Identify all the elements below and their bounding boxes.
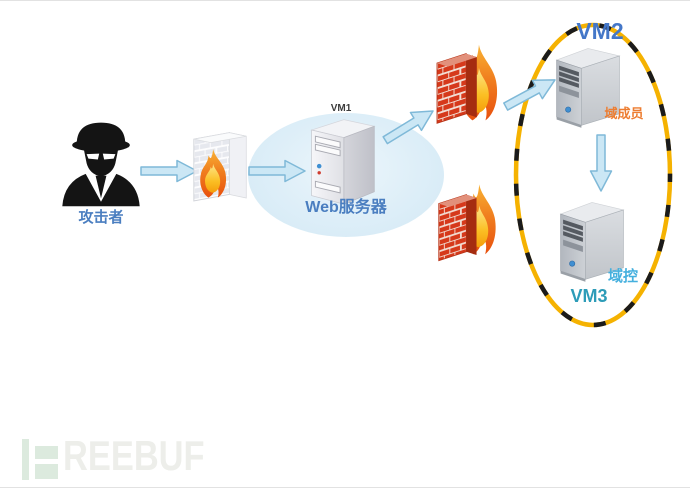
status-led-icon [317, 171, 321, 175]
webserver-vm-tag: VM1 [330, 103, 352, 114]
attacker-label: 攻击者 [78, 209, 124, 226]
freebuf-logo-text: REEBUF [63, 432, 205, 479]
arrow-vm2-to-vm3 [589, 134, 613, 192]
freebuf-logo: REEBUF [22, 432, 232, 482]
vm2-server-icon [555, 48, 621, 128]
power-led-icon [316, 163, 322, 169]
vm3-tag: VM3 [570, 286, 608, 306]
attacker-icon [62, 122, 140, 207]
edge-firewall-icon [193, 132, 247, 202]
vm2-tag: VM2 [576, 18, 624, 44]
sunglasses-icon [86, 153, 100, 160]
domain-zone-ellipse [513, 22, 673, 328]
top-divider [0, 0, 690, 1]
inner-firewall-top-icon [436, 44, 498, 124]
vm2-role-label: 域成员 [604, 106, 644, 121]
vm3-server-icon [559, 202, 625, 282]
power-button-icon [569, 260, 576, 267]
arrow-firewall-to-webserver [248, 159, 306, 183]
web-server-icon [310, 119, 376, 205]
power-button-icon [565, 106, 572, 113]
webserver-label: Web服务器 [305, 199, 387, 216]
inner-firewall-bottom-icon [438, 184, 496, 262]
freebuf-logo-mark [22, 439, 29, 480]
vm3-role-label: 域控 [607, 268, 638, 285]
